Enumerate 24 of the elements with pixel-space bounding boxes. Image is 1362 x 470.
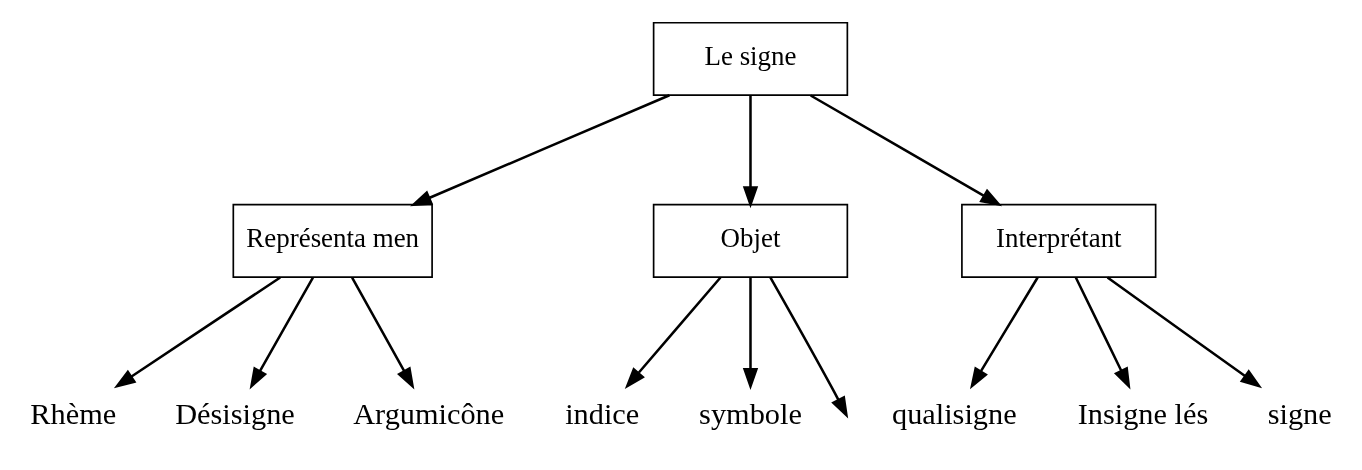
arrow bbox=[742, 95, 759, 209]
node-text: indice bbox=[565, 397, 640, 432]
node-text: Désisigne bbox=[175, 397, 295, 432]
arrow bbox=[1106, 276, 1263, 389]
node-text: symbole bbox=[699, 397, 802, 432]
arrow bbox=[810, 94, 1003, 207]
node-box: Interprétant bbox=[961, 203, 1157, 278]
node-box: Le signe bbox=[652, 21, 849, 97]
node-text: Argumicône bbox=[353, 397, 505, 432]
arrow bbox=[742, 277, 759, 390]
node-text: signe bbox=[1267, 397, 1332, 432]
node-box: Représenta men bbox=[232, 203, 433, 278]
arrow bbox=[410, 94, 670, 207]
arrow bbox=[249, 276, 315, 390]
node-text: Insigne lés bbox=[1077, 397, 1209, 432]
node-text: Rhème bbox=[30, 397, 117, 432]
arrow bbox=[351, 276, 415, 390]
node-box: Objet bbox=[652, 203, 849, 278]
arrow bbox=[113, 276, 281, 389]
arrow bbox=[769, 276, 849, 419]
arrow bbox=[970, 276, 1039, 390]
arrow bbox=[1074, 276, 1131, 390]
arrow bbox=[624, 276, 722, 389]
node-text: qualisigne bbox=[892, 397, 1017, 432]
